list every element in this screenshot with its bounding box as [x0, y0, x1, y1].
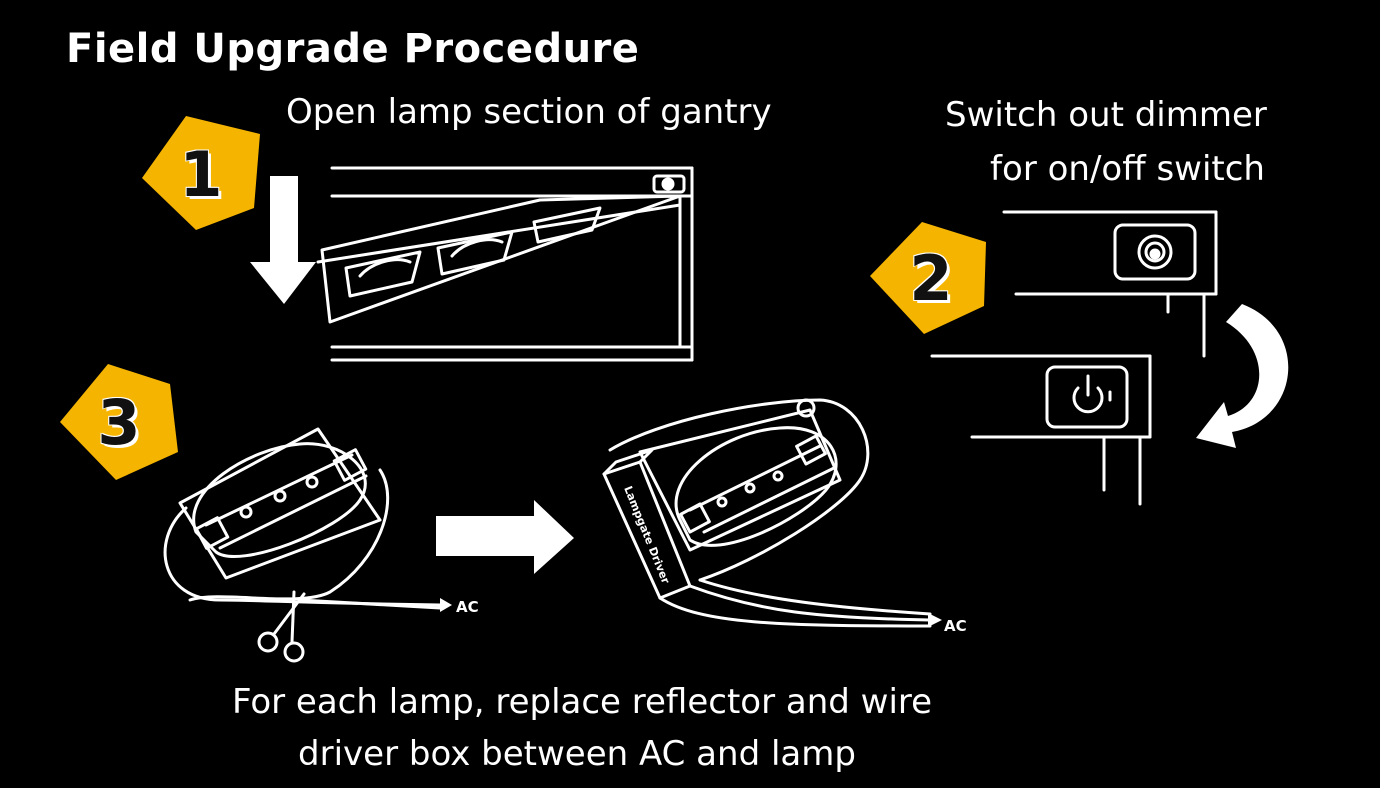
step-2-number: 2 — [909, 242, 953, 315]
step-1-number: 1 — [179, 138, 223, 211]
step-1-caption: Open lamp section of gantry — [286, 92, 772, 132]
step-2-badge: 2 — [866, 216, 996, 341]
ac-label-after: AC — [944, 617, 967, 635]
step-3-caption: For each lamp, replace reflector and wir… — [232, 682, 933, 774]
dimmer-panel — [1002, 210, 1218, 358]
gantry-drawing — [316, 166, 694, 362]
right-arrow-icon — [436, 500, 574, 574]
lamp-before-drawing — [163, 427, 442, 610]
ac-label-before: AC — [456, 598, 479, 616]
power-switch-icon — [1072, 374, 1112, 414]
down-arrow-icon — [250, 176, 316, 304]
dimmer-knob-icon — [1137, 234, 1173, 270]
curved-arrow-icon — [1196, 304, 1289, 448]
step-1-badge: 1 — [136, 112, 266, 237]
switch-panel — [930, 354, 1152, 506]
step-3-badge: 3 — [54, 360, 184, 485]
page-title: Field Upgrade Procedure — [66, 26, 640, 72]
lamp-after-drawing — [602, 398, 932, 628]
step-3-number: 3 — [97, 386, 141, 459]
scissors-icon — [257, 590, 306, 663]
step-2-caption: Switch out dimmer for on/off switch — [945, 95, 1267, 189]
